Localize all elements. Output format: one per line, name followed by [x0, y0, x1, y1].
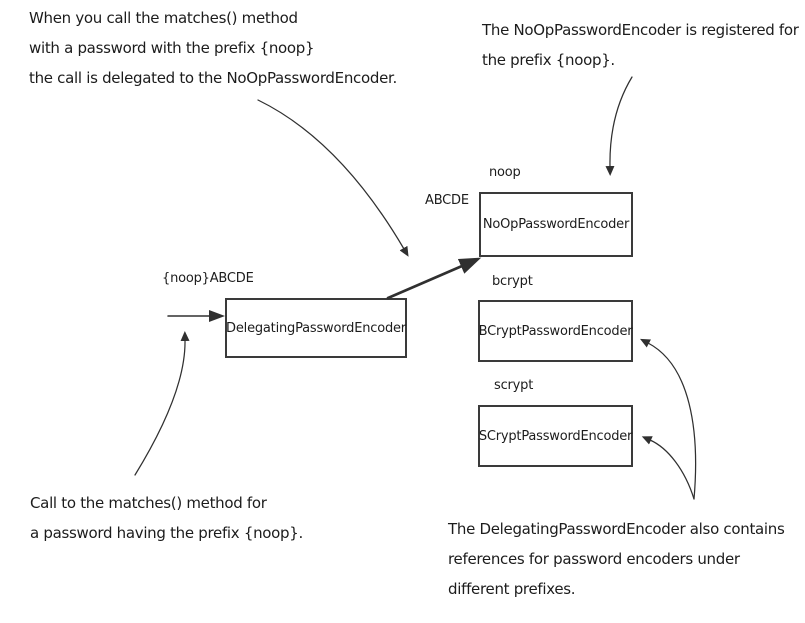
curve-bottomright-to-bcrypt: [640, 338, 697, 500]
curve-topleft-annotation-pointer: [257, 99, 409, 257]
label-delegated-password: ABCDE: [425, 193, 469, 208]
annotation-line: When you call the matches() method: [29, 9, 298, 27]
node-delegating-password-encoder: DelegatingPasswordEncoder: [225, 298, 407, 358]
node-bcrypt-password-encoder: BCryptPasswordEncoder: [478, 300, 633, 362]
annotation-line: The NoOpPasswordEncoder is registered fo…: [482, 21, 799, 39]
curve-topright-annotation-pointer: [605, 76, 633, 176]
label-prefix-bcrypt: bcrypt: [492, 274, 533, 289]
annotation-line: The DelegatingPasswordEncoder also conta…: [448, 520, 785, 538]
label-prefix-noop: noop: [489, 165, 521, 180]
node-label: NoOpPasswordEncoder: [482, 217, 630, 232]
label-prefix-scrypt: scrypt: [494, 378, 534, 393]
arrow-delegation-to-noop: [386, 257, 482, 300]
annotation-call-matches: Call to the matches() method for a passw…: [30, 488, 303, 548]
node-noop-password-encoder: NoOpPasswordEncoder: [479, 192, 633, 257]
annotation-line: a password having the prefix {noop}.: [30, 524, 303, 542]
annotation-delegating-references: The DelegatingPasswordEncoder also conta…: [448, 514, 785, 604]
node-label: DelegatingPasswordEncoder: [226, 320, 406, 336]
annotation-matches-call: When you call the matches() method with …: [29, 3, 397, 93]
annotation-line: different prefixes.: [448, 580, 576, 598]
annotation-line: with a password with the prefix {noop}: [29, 39, 315, 57]
curve-bottomright-to-scrypt: [641, 436, 695, 500]
curve-bottomleft-annotation-pointer: [134, 331, 190, 476]
node-label: SCryptPasswordEncoder: [478, 428, 633, 444]
annotation-line: the call is delegated to the NoOpPasswor…: [29, 69, 397, 87]
annotation-noop-registered: The NoOpPasswordEncoder is registered fo…: [482, 15, 799, 75]
annotation-line: Call to the matches() method for: [30, 494, 267, 512]
annotation-line: references for password encoders under: [448, 550, 740, 568]
node-label: BCryptPasswordEncoder: [478, 323, 633, 339]
node-scrypt-password-encoder: SCryptPasswordEncoder: [478, 405, 633, 467]
label-input-password: {noop}ABCDE: [162, 271, 254, 286]
annotation-line: the prefix {noop}.: [482, 51, 615, 69]
